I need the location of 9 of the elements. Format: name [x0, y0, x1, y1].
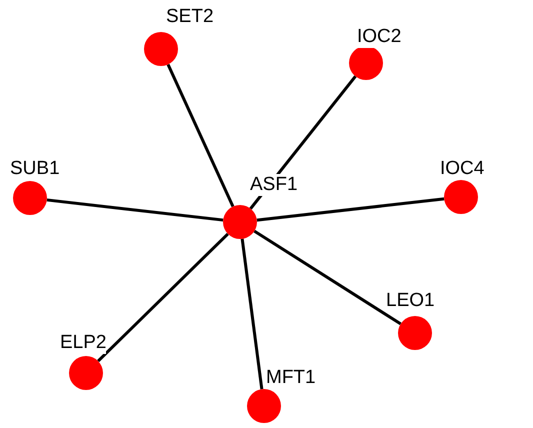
connector-line [240, 238, 264, 390]
connector-line [46, 198, 224, 222]
node-label: ELP2 [60, 332, 106, 354]
connector-line [166, 64, 234, 208]
node-label: IOC2 [357, 26, 402, 48]
node-label: ASF1 [250, 174, 298, 196]
connector-line [256, 197, 444, 222]
connector-line [97, 232, 229, 362]
connector-line [254, 230, 402, 326]
